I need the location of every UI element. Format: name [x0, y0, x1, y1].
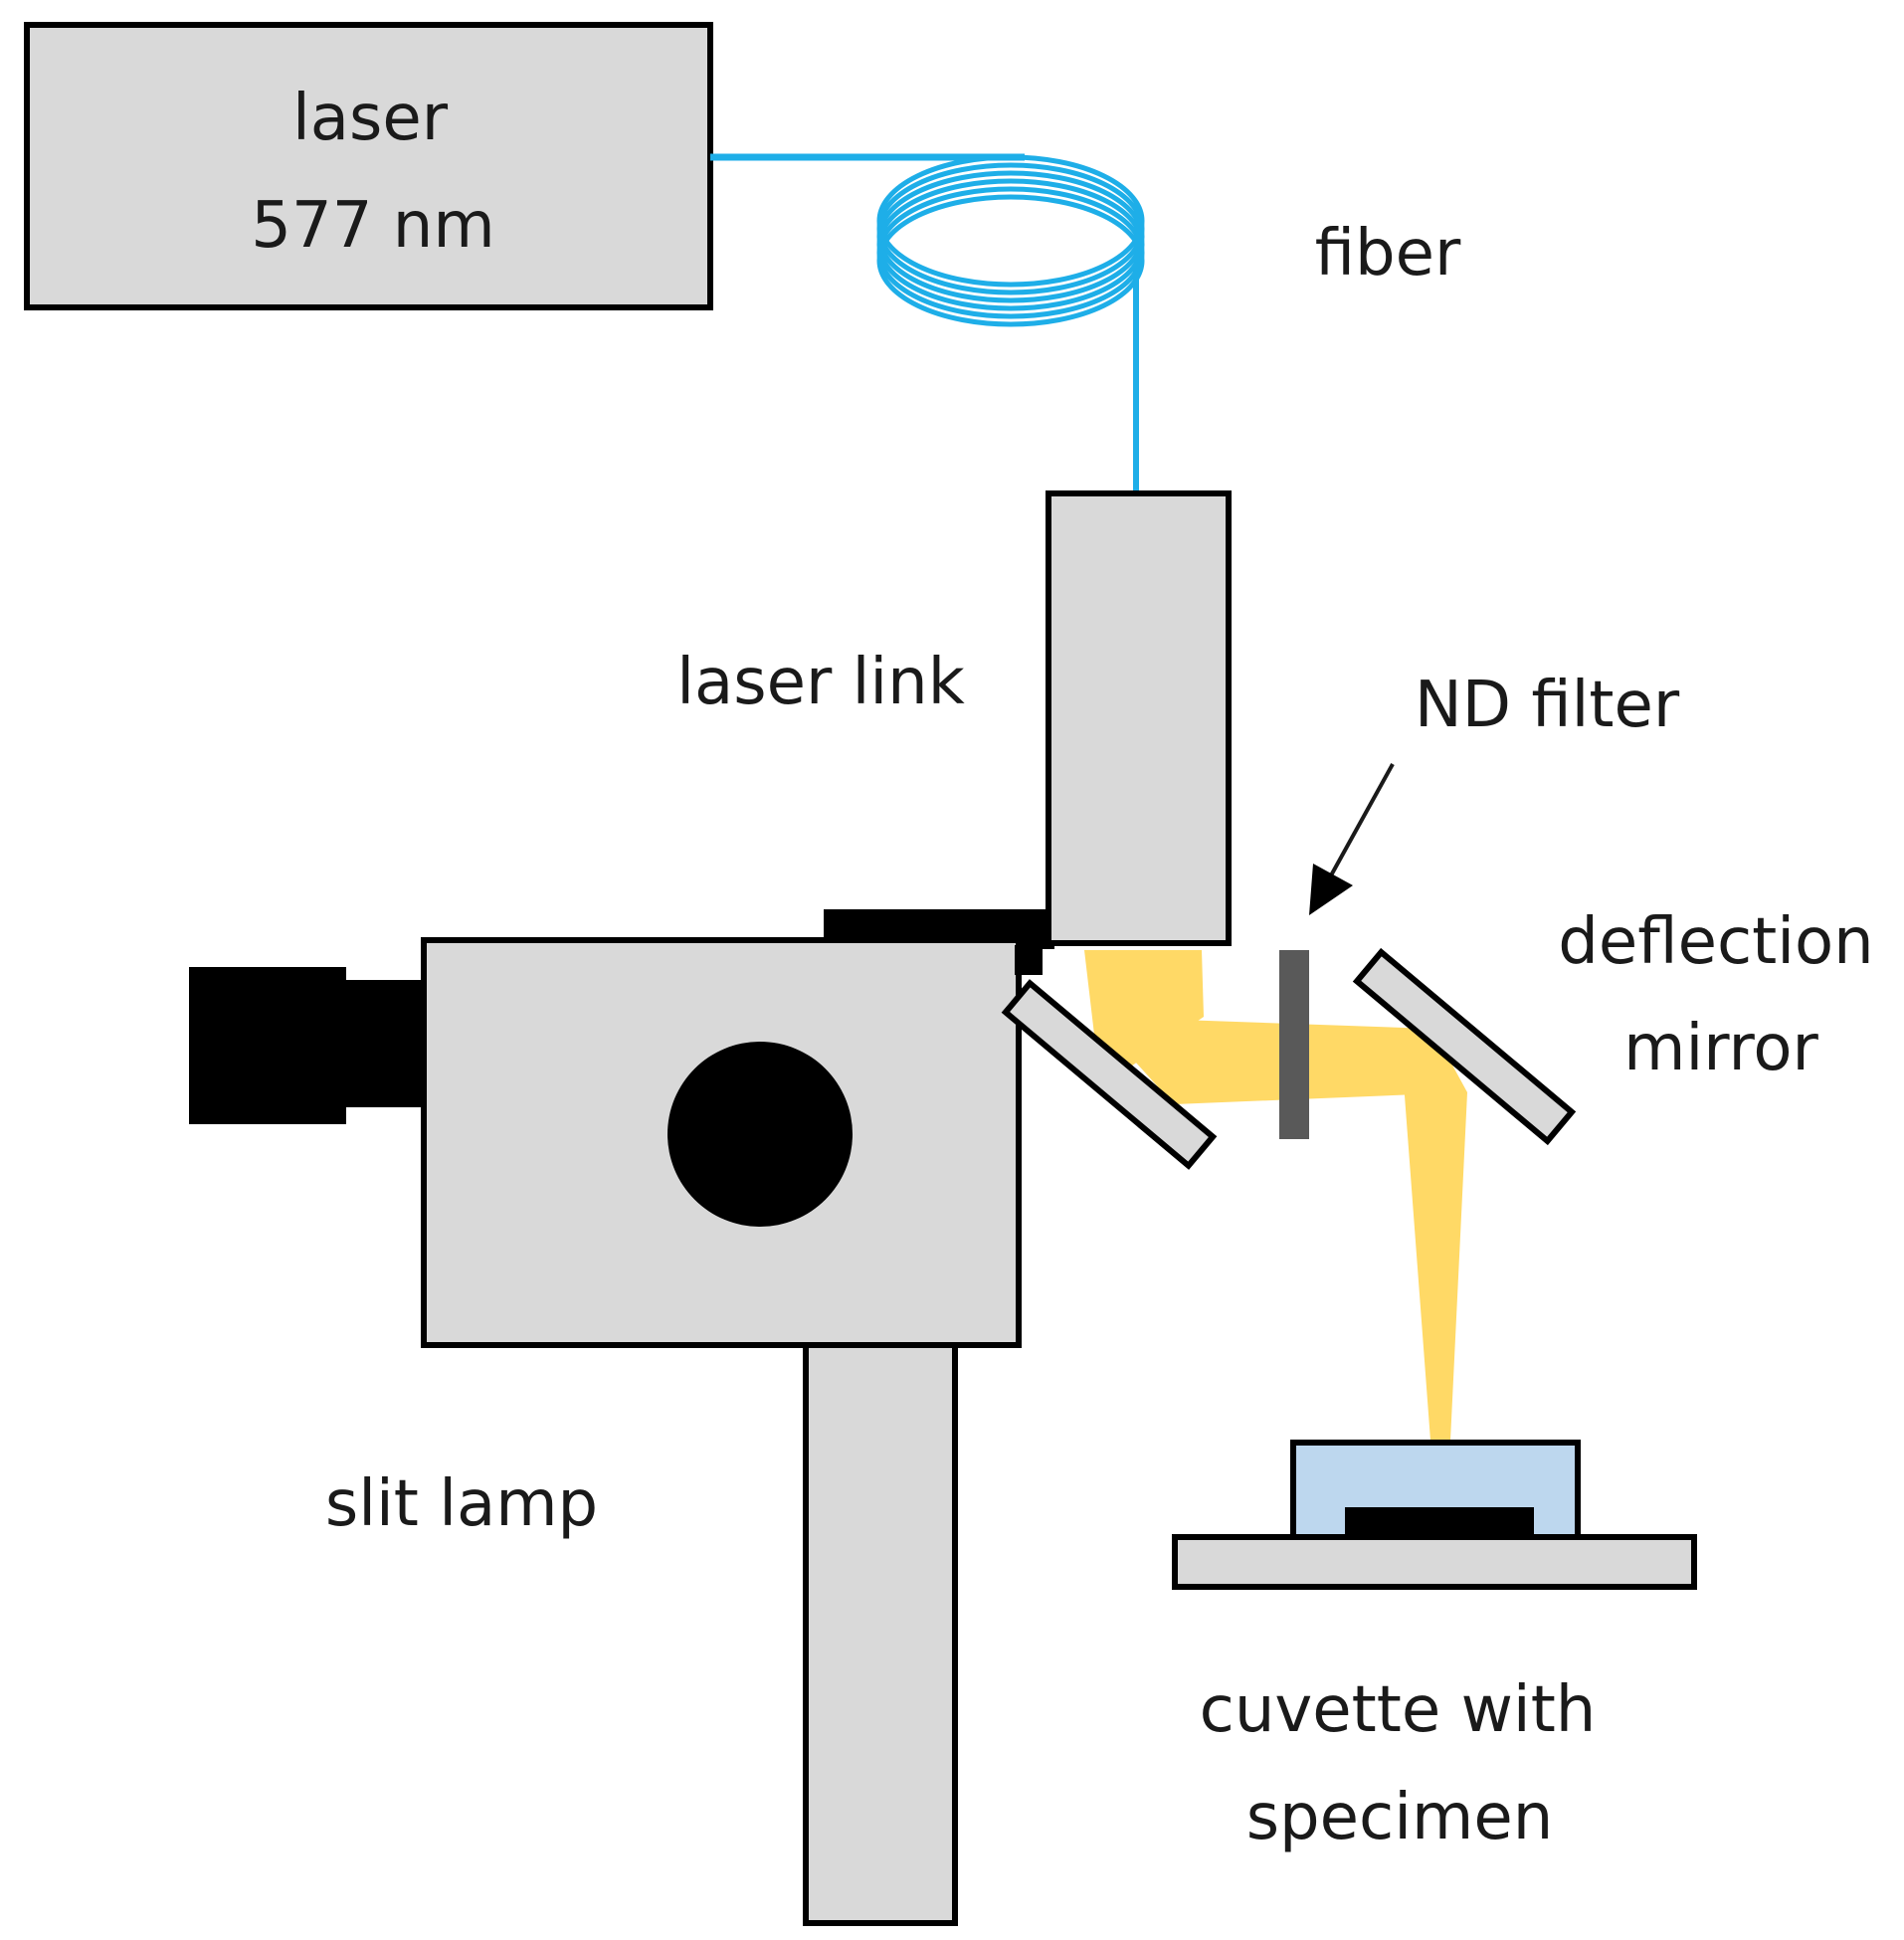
laser-link-label: laser link [676, 646, 965, 719]
cuvette-label-line2: specimen [1246, 1781, 1554, 1854]
fiber-coil [876, 154, 1145, 327]
deflection-mirror-label-line1: deflection [1558, 905, 1873, 979]
deflection-mirror-label-line2: mirror [1623, 1012, 1818, 1085]
slit-lamp-mirror [1001, 979, 1218, 1170]
laser-source-box [24, 22, 713, 310]
nd-filter [1279, 950, 1309, 1139]
slit-lamp-label: slit lamp [325, 1467, 598, 1541]
fiber-label: fiber [1315, 217, 1461, 291]
specimen [1345, 1507, 1534, 1539]
cuvette-label-line1: cuvette with [1200, 1673, 1597, 1747]
nd-filter-pointer-arrow [1309, 763, 1395, 915]
slit-lamp-eyepiece-neck [338, 980, 428, 1107]
laser-link-box [1046, 490, 1232, 946]
laser-beam [1084, 950, 1467, 1441]
slit-lamp-mirror-mount [1015, 945, 1043, 975]
specimen-stage [1172, 1534, 1697, 1590]
nd-filter-label: ND filter [1415, 669, 1680, 742]
slit-lamp-lens-knob [667, 1042, 853, 1227]
slit-lamp-stand [803, 1342, 958, 1926]
laser-label: laser [292, 82, 449, 155]
slit-lamp-eyepiece [189, 967, 346, 1124]
laser-wavelength-label: 577 nm [251, 189, 494, 263]
optical-fiber [710, 153, 1145, 491]
deflection-mirror [1352, 947, 1577, 1146]
